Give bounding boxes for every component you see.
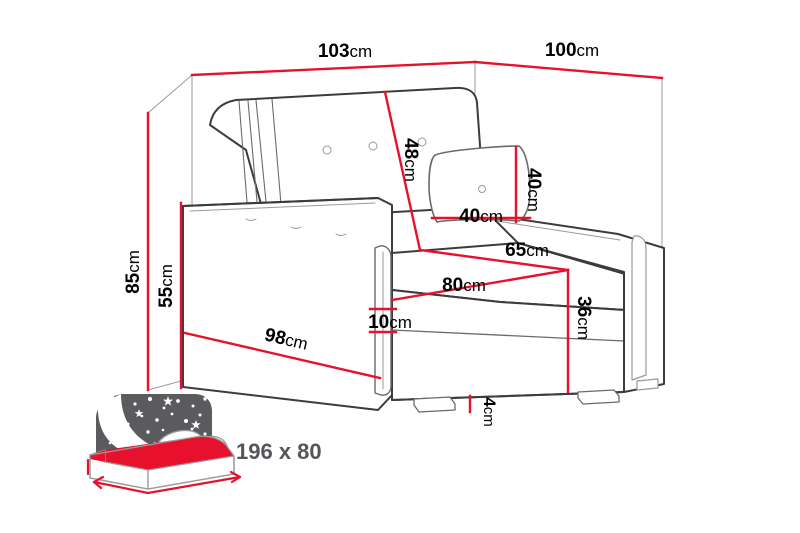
bed-dim-arrowhead-left-b <box>92 480 103 490</box>
backrest-crease-1 <box>238 100 249 216</box>
bed-duvet-crescent <box>97 394 160 449</box>
sofa-leg-front-left <box>413 396 456 413</box>
armrest-stitch-3 <box>335 233 347 236</box>
dimline-80cm <box>390 268 570 302</box>
left-armrest-inner-line <box>189 202 376 212</box>
sofa-body <box>182 86 665 413</box>
label-100cm: 100cm <box>545 40 599 61</box>
tufting-button-1 <box>322 145 332 155</box>
label-40cm-width: 40cm <box>459 206 503 227</box>
bed-dim-arrowhead-right-b <box>230 475 242 484</box>
armrest-stitch-1 <box>245 218 257 221</box>
label-80cm: 80cm <box>442 275 486 296</box>
label-65cm: 65cm <box>505 240 549 261</box>
label-4cm: 4cm <box>480 397 499 426</box>
label-10cm: 10cm <box>368 312 412 333</box>
tufting-button-3 <box>417 137 427 147</box>
label-85cm: 85cm <box>123 250 144 294</box>
bed-duvet-stars <box>99 396 207 449</box>
armrest-stitch-2 <box>290 226 302 229</box>
label-103cm: 103cm <box>318 41 372 62</box>
seat-base-divider <box>391 329 625 342</box>
backrest-crease-2 <box>247 100 259 214</box>
label-40cm-height: 40cm <box>523 168 544 212</box>
bed-mattress-top <box>105 436 234 470</box>
backrest-crease-3 <box>255 99 268 213</box>
bed-mattress-outline <box>89 435 235 490</box>
dimline-103cm <box>190 60 477 77</box>
bed-icon: 196 x 80 <box>86 394 322 495</box>
dimension-labels: 103cm 100cm 48cm 85cm 55cm 98cm 80cm 65 <box>123 40 599 427</box>
bed-dim-arrow-path <box>92 475 242 495</box>
bed-dimension-arrows <box>86 458 242 495</box>
dimline-65cm <box>418 248 570 272</box>
right-armrest-inner-pad <box>631 235 647 381</box>
left-armrest-top-surface <box>182 197 379 207</box>
bed-dim-arrowhead-left-a <box>92 475 105 484</box>
bed-dim-arrowhead-right-a <box>229 470 242 479</box>
bed-size-label: 196 x 80 <box>236 439 322 464</box>
right-armrest-top-line <box>496 220 621 241</box>
sofa-left-armrest <box>182 197 393 411</box>
guide-top-left-diagonal <box>147 74 193 114</box>
dimension-lines <box>146 60 664 414</box>
label-36cm: 36cm <box>573 296 594 340</box>
dimline-98cm <box>183 331 382 380</box>
dimline-48cm <box>383 90 422 252</box>
sofa-leg-rear-right <box>636 378 659 391</box>
backrest-crease-4 <box>271 98 283 217</box>
tufting-button-2 <box>368 141 378 151</box>
pillow-button-icon <box>478 185 486 193</box>
dimline-100cm <box>473 60 664 80</box>
sofa-leg-front-right <box>577 389 620 405</box>
label-55cm: 55cm <box>156 264 177 308</box>
label-48cm: 48cm <box>400 138 421 182</box>
label-98cm: 98cm <box>263 324 310 354</box>
